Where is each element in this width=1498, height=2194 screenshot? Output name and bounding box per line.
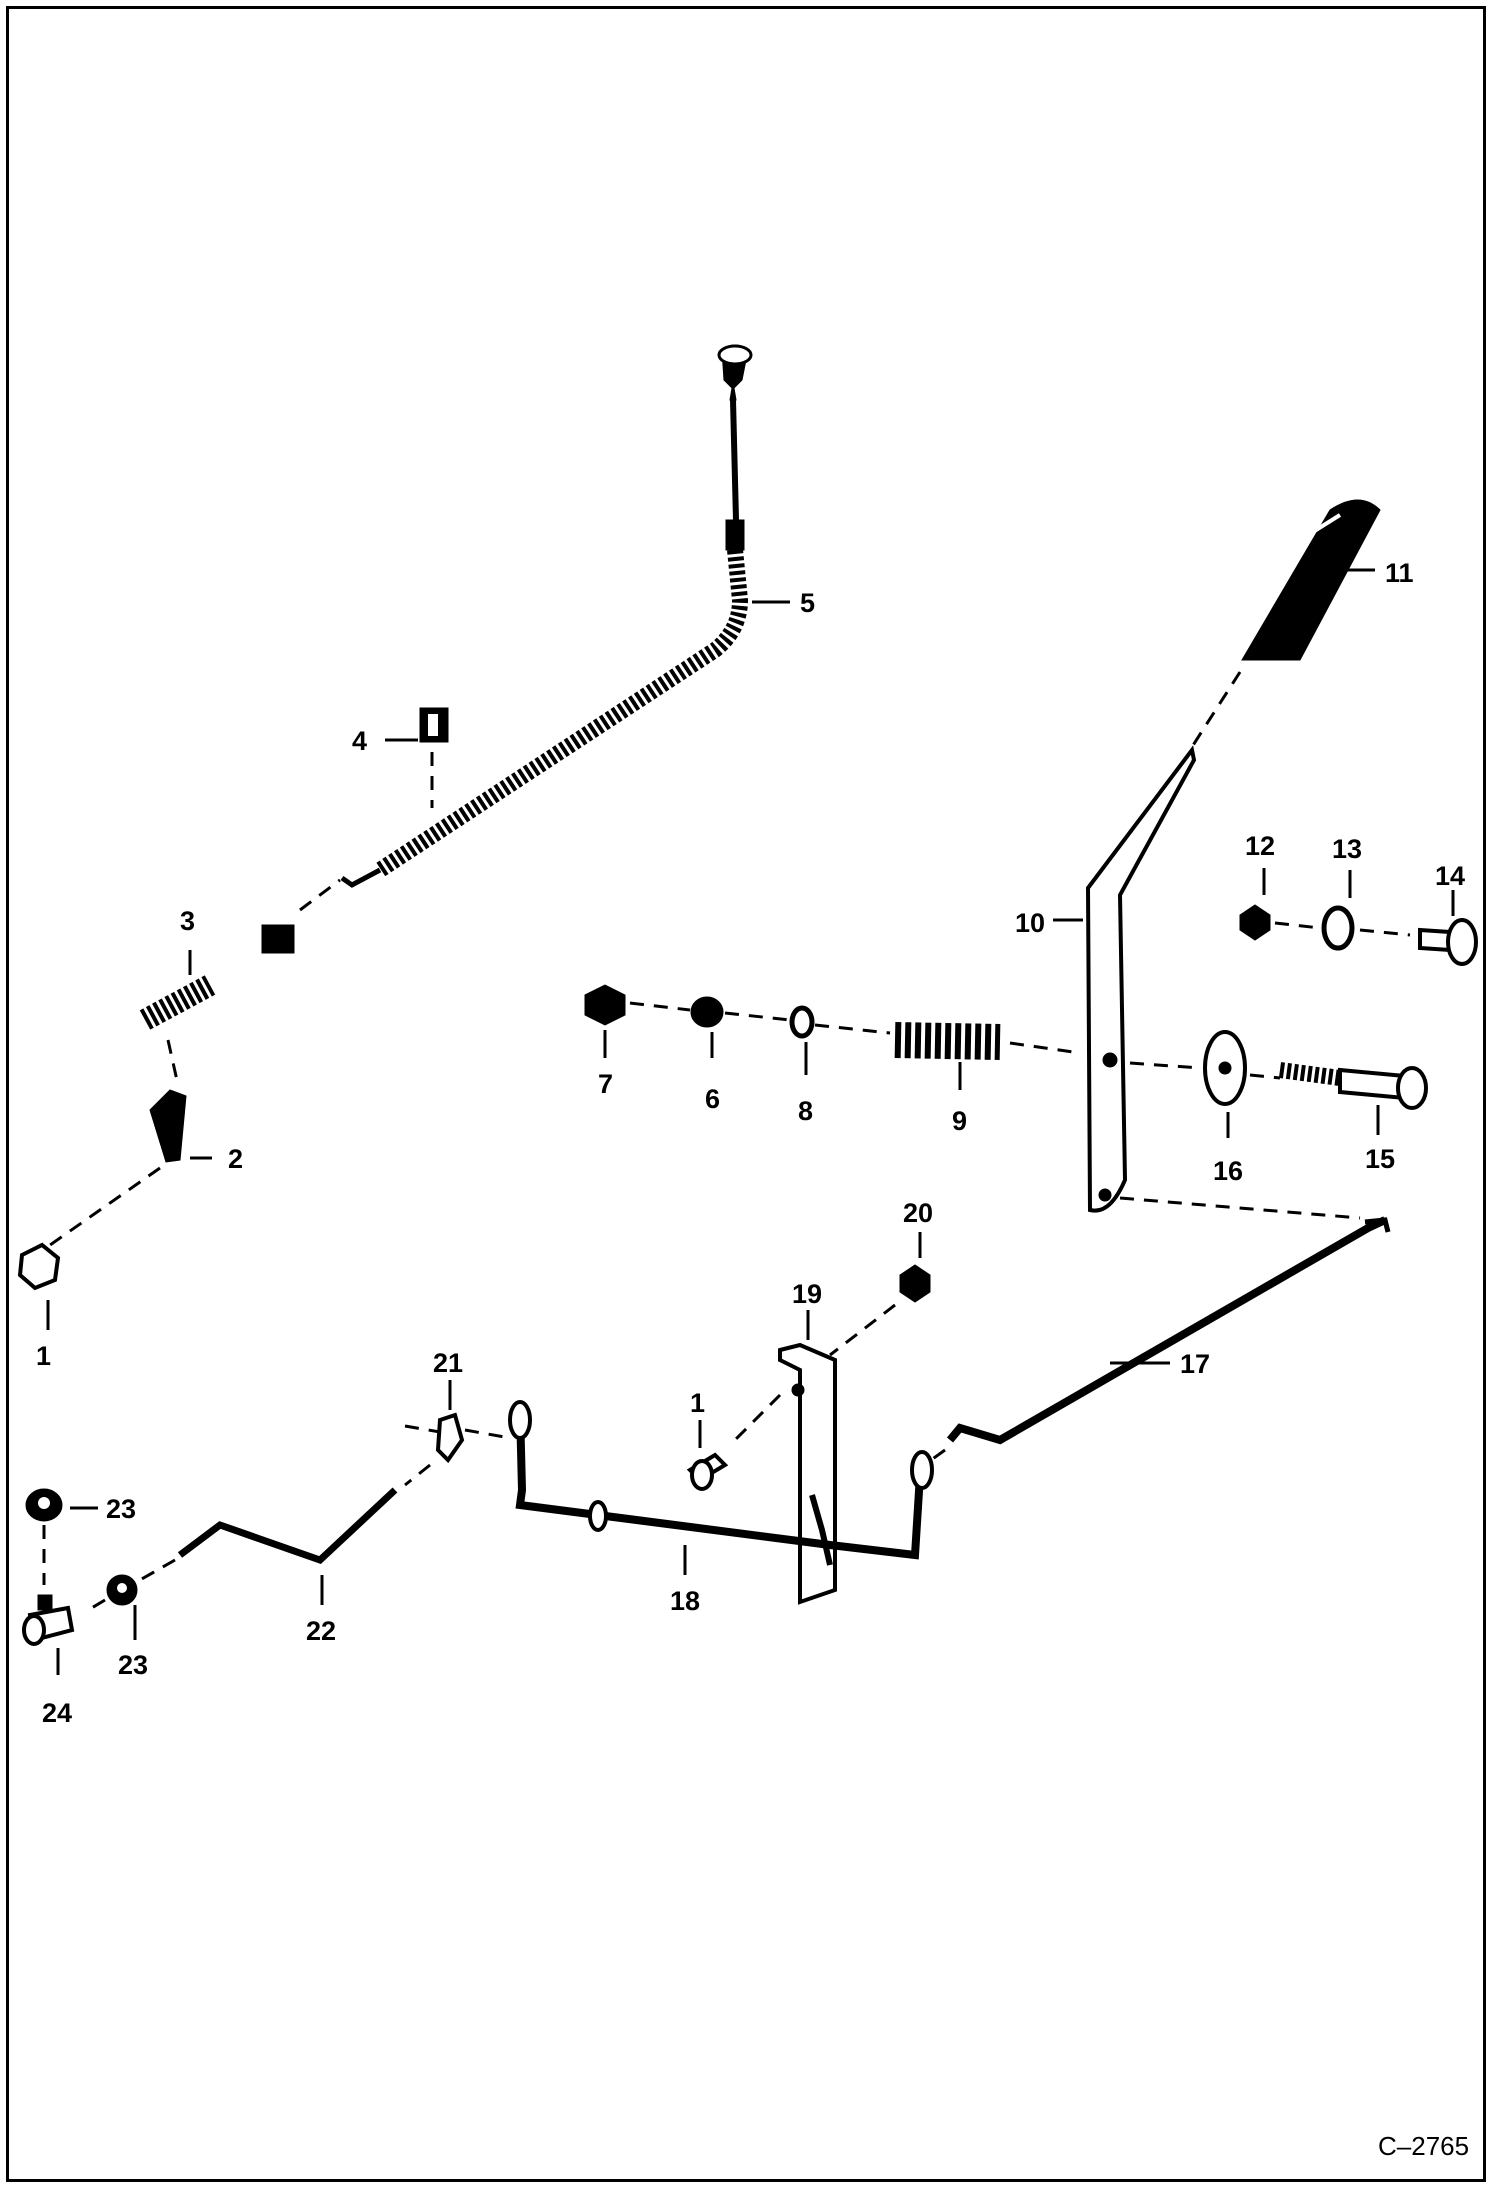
part-15-bolt: [1278, 1062, 1428, 1110]
diagram-border: [6, 6, 1486, 2182]
callout-23-top: 23: [106, 1494, 136, 1524]
callout-19: 19: [792, 1279, 822, 1309]
part-14-bolt: [1418, 918, 1478, 966]
part-2-bracket: [149, 1089, 187, 1163]
leader-lines: [46, 568, 1455, 1675]
part-12-nut: [1239, 904, 1271, 941]
part-cable-end-fitting: [261, 924, 295, 954]
part-4-cable-clamp: [419, 707, 449, 743]
callout-15: 15: [1365, 1144, 1395, 1174]
callout-8: 8: [798, 1096, 813, 1126]
callout-1-second: 1: [690, 1388, 705, 1418]
callout-10: 10: [1015, 908, 1045, 938]
callout-9: 9: [952, 1106, 967, 1136]
callout-5: 5: [800, 588, 815, 618]
callout-1: 1: [36, 1341, 51, 1371]
callout-20: 20: [903, 1198, 933, 1228]
part-21-clip: [435, 1412, 465, 1464]
callout-23-bottom: 23: [118, 1650, 148, 1680]
callout-22: 22: [306, 1616, 336, 1646]
part-18-shaft: [508, 1400, 934, 1566]
callout-21: 21: [433, 1348, 463, 1378]
callout-13: 13: [1332, 834, 1362, 864]
callout-24: 24: [42, 1698, 72, 1728]
part-13-washer: [1321, 905, 1355, 951]
callout-18: 18: [670, 1586, 700, 1616]
diagram-code: C–2765: [1378, 2131, 1469, 2161]
part-6-washer: [690, 996, 724, 1028]
callout-12: 12: [1245, 831, 1275, 861]
part-24-fitting: [22, 1594, 75, 1646]
part-22-rod: [177, 1487, 398, 1565]
callout-2: 2: [228, 1144, 243, 1174]
part-1-bolt: [17, 1242, 61, 1291]
callout-7: 7: [598, 1069, 613, 1099]
part-10-lever: [1085, 745, 1197, 1213]
callout-16: 16: [1213, 1156, 1243, 1186]
part-1b-bolt: [686, 1452, 729, 1491]
part-20-nut: [899, 1264, 931, 1303]
callout-4: 4: [352, 726, 367, 756]
part-23a-clip: [25, 1488, 63, 1522]
callout-14: 14: [1435, 861, 1465, 891]
part-17-rod: [946, 1216, 1391, 1445]
part-7-nut: [584, 984, 626, 1026]
callout-6: 6: [705, 1084, 720, 1114]
part-3-spring: [139, 975, 216, 1030]
callout-11: 11: [1385, 558, 1414, 588]
part-8-washer: [789, 1005, 815, 1039]
part-23b-clip: [106, 1574, 138, 1606]
callout-3: 3: [180, 906, 195, 936]
part-16-washer: [1203, 1030, 1247, 1106]
callout-17: 17: [1180, 1349, 1210, 1379]
part-9-spring: [894, 1022, 1001, 1060]
part-5-control-cable: [340, 344, 753, 888]
part-11-grip: [1241, 499, 1381, 661]
